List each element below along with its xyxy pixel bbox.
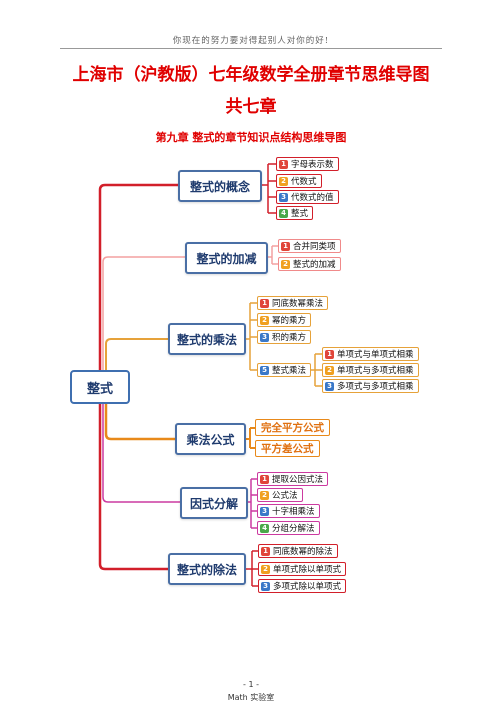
leaf-label: 单项式与单项式相乘 — [337, 350, 414, 360]
branch-concept: 整式的概念 — [178, 170, 262, 202]
page-number: - 1 - — [243, 680, 259, 689]
number-badge: 2 — [260, 490, 269, 500]
number-badge: 3 — [260, 332, 269, 342]
leaf-label: 字母表示数 — [291, 160, 334, 170]
document-title: 上海市（沪教版）七年级数学全册章节思维导图 — [72, 65, 430, 85]
leaf-label: 整式乘法 — [272, 366, 307, 376]
leaf-label: 十字相乘法 — [272, 507, 315, 517]
number-badge: 1 — [261, 546, 270, 556]
branch-multiplication-formulas: 乘法公式 — [175, 423, 246, 455]
leaf-label: 多项式与多项式相乘 — [337, 382, 414, 392]
leaf-item: 完全平方公式 — [255, 419, 330, 436]
leaf-label: 同底数幂乘法 — [272, 299, 324, 309]
leaf-label: 多项式除以单项式 — [273, 582, 342, 592]
leaf-label: 单项式除以单项式 — [273, 565, 342, 575]
header-divider — [60, 48, 442, 49]
number-badge: 1 — [279, 159, 288, 169]
footer-text: Math 实验室 — [227, 693, 275, 702]
branch-add-subtract: 整式的加减 — [185, 242, 268, 274]
leaf-label: 同底数幂的除法 — [273, 547, 333, 557]
number-badge: 2 — [325, 365, 334, 375]
document-subtitle: 共七章 — [225, 97, 277, 117]
number-badge: 1 — [260, 474, 269, 484]
leaf-label: 积的乘方 — [272, 333, 307, 343]
number-badge: 5 — [260, 365, 269, 375]
number-badge: 3 — [261, 581, 270, 591]
number-badge: 4 — [279, 208, 288, 218]
number-badge: 4 — [260, 523, 269, 533]
number-badge: 3 — [260, 506, 269, 516]
leaf-label: 提取公因式法 — [272, 475, 324, 485]
branch-multiplication: 整式的乘法 — [168, 323, 246, 355]
branch-factorization: 因式分解 — [180, 487, 248, 519]
header-note: 你现在的努力要对得起别人对你的好! — [172, 36, 330, 46]
leaf-label: 公式法 — [272, 491, 298, 501]
number-badge: 2 — [260, 315, 269, 325]
number-badge: 1 — [260, 298, 269, 308]
number-badge: 2 — [281, 259, 290, 269]
number-badge: 2 — [261, 564, 270, 574]
branch-division: 整式的除法 — [168, 553, 246, 585]
leaf-label: 整式 — [291, 209, 309, 219]
leaf-label: 代数式的值 — [291, 193, 334, 203]
number-badge: 2 — [279, 176, 288, 186]
number-badge: 1 — [281, 241, 290, 251]
number-badge: 3 — [325, 381, 334, 391]
leaf-item: 平方差公式 — [255, 440, 320, 457]
number-badge: 3 — [279, 192, 288, 202]
chapter-title: 第九章 整式的章节知识点结构思维导图 — [155, 131, 347, 144]
number-badge: 1 — [325, 349, 334, 359]
leaf-label: 幂的乘方 — [272, 316, 307, 326]
leaf-label: 单项式与多项式相乘 — [337, 366, 414, 376]
root-node: 整式 — [70, 370, 130, 404]
leaf-label: 分组分解法 — [272, 524, 315, 534]
leaf-label: 代数式 — [291, 177, 317, 187]
leaf-label: 整式的加减 — [293, 260, 336, 270]
leaf-label: 合并同类项 — [293, 242, 336, 252]
